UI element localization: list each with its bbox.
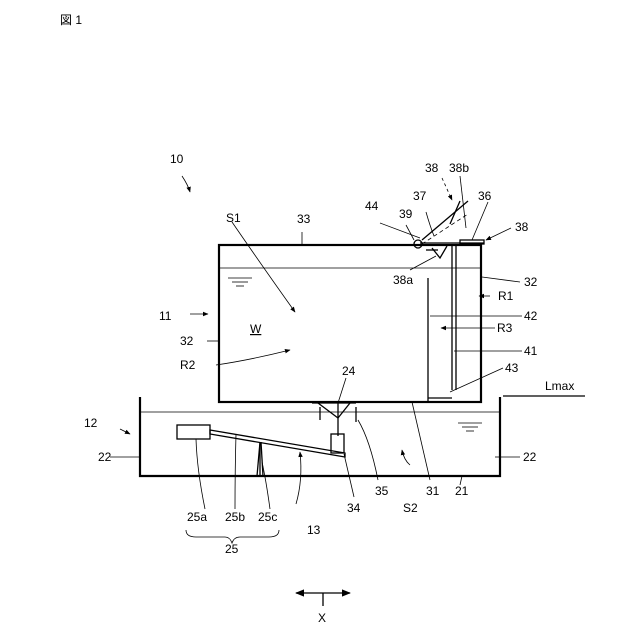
label-12: 12 <box>84 416 98 430</box>
label-25a: 25a <box>187 510 207 524</box>
label-37: 37 <box>413 189 427 203</box>
label-44: 44 <box>365 199 379 213</box>
lever-25b <box>210 430 345 457</box>
label-13: 13 <box>307 523 321 537</box>
label-38a: 38a <box>393 273 413 287</box>
label-32-left: 32 <box>180 334 194 348</box>
float-25a <box>177 425 210 439</box>
water-level-symbol-lower <box>458 423 482 431</box>
label-R2: R2 <box>180 358 196 372</box>
lid-tab-38 <box>460 240 484 244</box>
label-31: 31 <box>426 484 440 498</box>
valve-seat-38a <box>432 246 447 258</box>
label-S2: S2 <box>403 501 418 515</box>
label-11: 11 <box>159 309 172 323</box>
label-33: 33 <box>297 212 311 226</box>
label-35: 35 <box>375 484 389 498</box>
label-W: W <box>250 322 262 336</box>
label-24: 24 <box>342 364 356 378</box>
label-Lmax: Lmax <box>545 379 574 393</box>
label-22-right: 22 <box>523 450 537 464</box>
label-10: 10 <box>170 152 184 166</box>
label-39: 39 <box>399 207 413 221</box>
label-25: 25 <box>225 542 239 556</box>
label-21: 21 <box>455 484 469 498</box>
label-32-right: 32 <box>524 275 538 289</box>
label-38-top: 38 <box>425 161 439 175</box>
label-38-right: 38 <box>515 220 529 234</box>
valve-body-34 <box>331 434 344 453</box>
valve-24 <box>312 403 356 436</box>
label-R1: R1 <box>498 289 514 303</box>
label-43: 43 <box>505 361 519 375</box>
label-34: 34 <box>347 501 361 515</box>
label-41: 41 <box>524 344 538 358</box>
label-22-left: 22 <box>98 450 112 464</box>
label-R3: R3 <box>497 321 513 335</box>
label-X: X <box>318 611 326 625</box>
label-36: 36 <box>478 189 492 203</box>
label-42: 42 <box>524 309 538 323</box>
label-S1: S1 <box>226 211 241 225</box>
label-25c: 25c <box>258 510 277 524</box>
label-25b: 25b <box>225 510 245 524</box>
water-level-symbol-upper <box>228 278 252 286</box>
fulcrum-25c <box>257 442 263 476</box>
label-38b: 38b <box>449 161 469 175</box>
figure-title: 図 1 <box>60 13 82 27</box>
